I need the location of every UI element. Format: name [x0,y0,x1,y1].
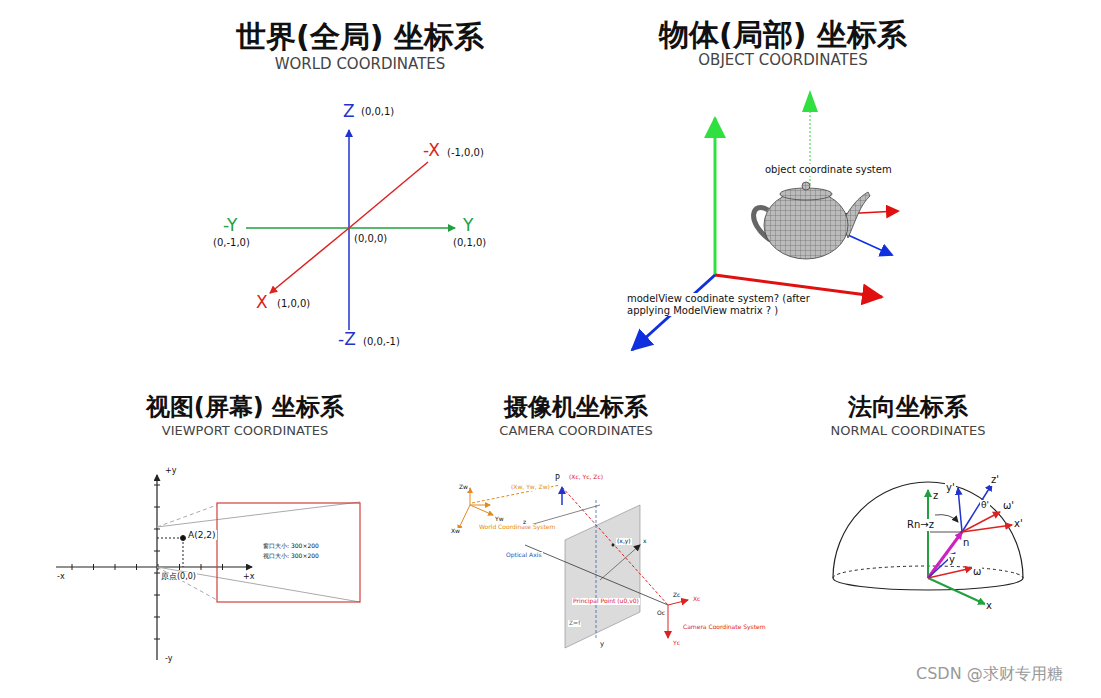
axis-label: +y [164,466,177,475]
axis-label: (0,0,-1) [362,336,401,348]
axis-label: y [948,554,956,566]
axis-label: x' [1013,518,1024,530]
axis-label: Rn→z [906,519,935,531]
axis-label: Principal Point (u0,v0) [572,598,640,605]
axis-label: Yw [494,516,505,523]
axis-label: z [932,490,939,502]
teapot [754,182,870,259]
axis-label: 窗口大小: 300×200 [262,543,320,550]
axis-label: -Z [337,330,357,350]
camera-figure [458,485,688,648]
panel-subtitle: VIEWPORT COORDINATES [161,424,329,439]
axis-label: 视口大小: 300×200 [262,553,320,560]
axis-label: P [554,474,561,483]
axis-label: x [985,600,993,612]
axis-label: (x,y) [616,538,632,545]
axis-label: -x [56,572,66,581]
axis-label: Zw [458,484,469,491]
hemisphere-figure [833,482,1023,604]
axis-label: -Y [222,216,239,236]
axis-label: θ' [980,500,990,510]
axis-label: -X [422,141,441,161]
axis-label: (Xc, Yc, Zc) [568,474,604,481]
axis-label: z' [990,474,1000,486]
panel-subtitle: NORMAL COORDINATES [830,424,987,439]
axis-label: Xc [692,596,701,603]
axis-label: ω [972,566,982,578]
axis-label: Z [342,102,356,122]
axis-label: Optical Axis [505,552,543,559]
axis-label: n [962,537,970,549]
viewport-figure [56,475,360,660]
world-axes [246,130,455,332]
axis-label: y' [945,482,956,494]
axis-label: ω' [1002,500,1015,512]
axis-label: Xw [450,528,461,535]
axis-label: Oc [656,610,666,617]
axis-label: y [599,640,605,648]
axis-label: x [642,538,648,545]
axis-label: Camera Coordinate System [682,624,767,631]
panel-title: 摄像机坐标系 [503,394,649,422]
panel-subtitle: WORLD COORDINATES [274,56,447,73]
panel-title: 世界(全局) 坐标系 [235,20,485,55]
axis-label: -y [164,654,173,663]
axis-label: World Coordinate System [478,524,556,531]
axis-label: CSDN @求财专用糖 [915,665,1064,683]
axis-label: (0,1,0) [452,237,487,249]
axis-label: Y [462,216,474,236]
panel-subtitle: CAMERA COORDINATES [498,424,653,439]
axis-label: (-1,0,0) [446,147,485,159]
axis-label: (0,0,1) [360,106,395,118]
axis-label: z [522,519,527,526]
axis-label: Z=f [568,620,581,627]
axis-label: Zc [672,592,681,599]
panel-title: 视图(屏幕) 坐标系 [145,394,345,422]
axis-label: X [255,293,269,313]
axis-label: Yc [672,640,681,647]
panel-subtitle: OBJECT COORDINATES [697,52,868,69]
axis-label: (Xw, Yw, Zw) [510,484,551,491]
axis-label: modelView coodinate system? (after apply… [626,293,833,316]
axis-label: (0,0,0) [353,233,388,245]
axis-label: object coordinate system [764,164,893,176]
panel-title: 法向坐标系 [847,394,969,422]
panel-title: 物体(局部) 坐标系 [658,18,908,53]
axis-label: A(2,2) [187,530,217,540]
axis-label: (1,0,0) [276,298,311,310]
axis-label: (0,-1,0) [212,237,251,249]
axis-label: 原点(0,0) [160,572,197,581]
axis-label: +x [242,572,255,581]
